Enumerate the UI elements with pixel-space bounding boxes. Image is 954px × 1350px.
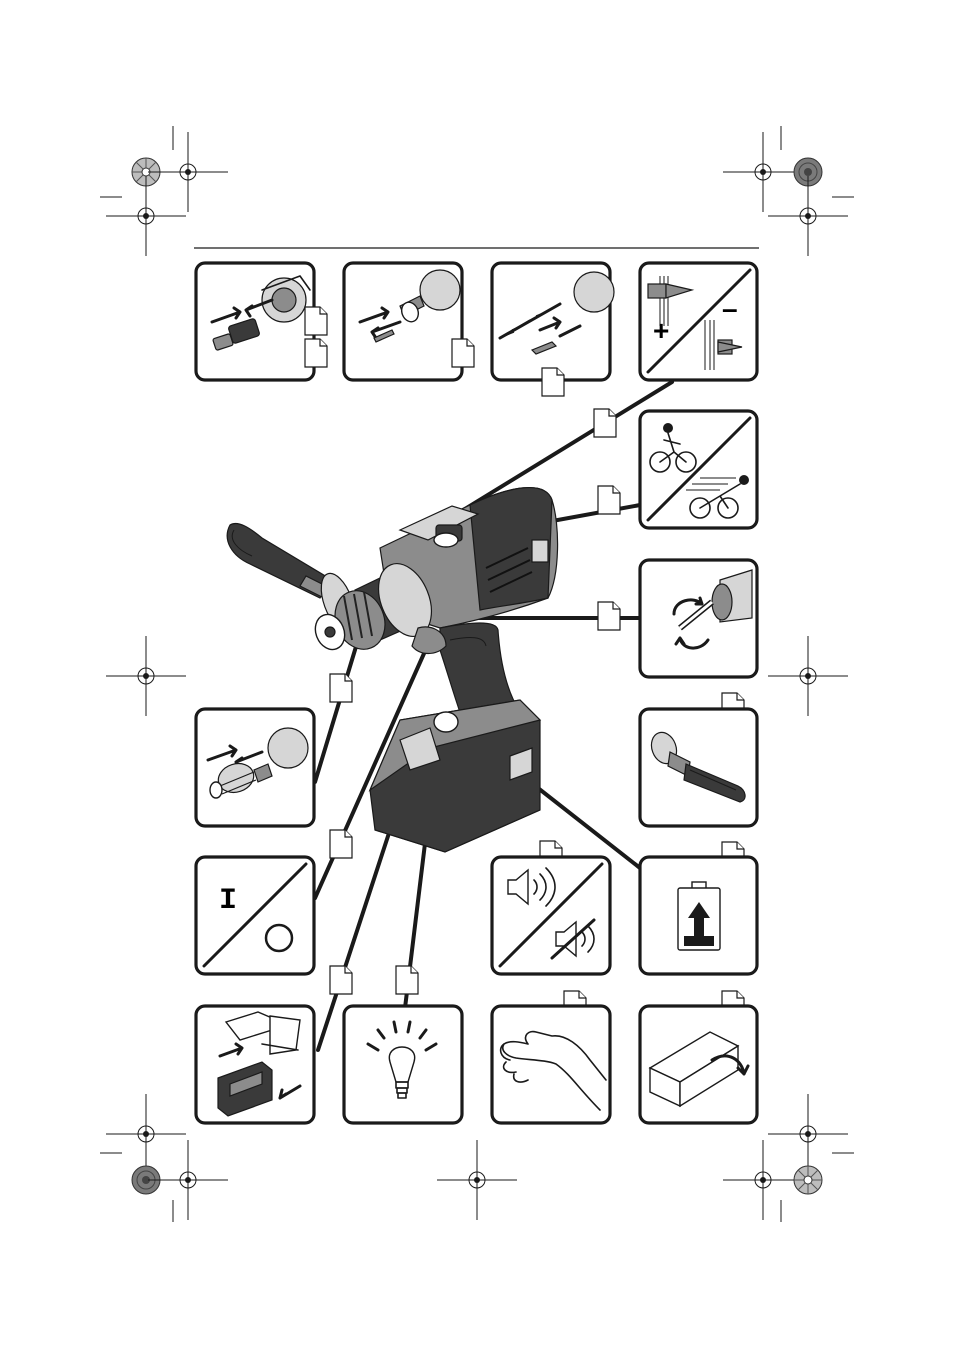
on-label: I bbox=[219, 884, 237, 918]
panel-rotation-direction bbox=[640, 560, 757, 677]
panel-chuck-removal bbox=[196, 263, 327, 380]
crosshair-icon bbox=[723, 132, 803, 212]
panel-drill-bit-insert bbox=[492, 263, 614, 396]
panel-work-light bbox=[344, 1006, 462, 1123]
crosshair-icon bbox=[768, 1094, 848, 1174]
panel-gear-selection bbox=[640, 411, 757, 528]
panel-battery-insert bbox=[196, 1006, 314, 1123]
crosshair-icon bbox=[723, 1140, 803, 1220]
panel-auxiliary-handle bbox=[640, 709, 757, 826]
crosshair-icon bbox=[148, 132, 228, 212]
minus-label: – bbox=[722, 293, 738, 324]
panel-on-off: I bbox=[196, 857, 314, 974]
panel-battery-charge bbox=[640, 857, 757, 974]
panel-packaging bbox=[640, 1006, 757, 1123]
panel-hand-vibration bbox=[492, 1006, 610, 1123]
crosshair-icon bbox=[768, 636, 848, 716]
crosshair-icon bbox=[106, 176, 186, 256]
plus-label: + bbox=[653, 315, 669, 346]
panel-sound bbox=[492, 857, 610, 974]
panel-bit-holder bbox=[344, 263, 474, 380]
registration-mark-icon bbox=[794, 1166, 822, 1194]
crosshair-icon bbox=[106, 1094, 186, 1174]
crosshair-icon bbox=[768, 176, 848, 256]
crosshair-icon bbox=[437, 1140, 517, 1220]
panel-keyless-chuck bbox=[196, 709, 314, 826]
crosshair-icon bbox=[106, 636, 186, 716]
crosshair-icon bbox=[148, 1140, 228, 1220]
panel-screw-plus-minus: + – bbox=[640, 263, 757, 380]
battery-charge-icon bbox=[678, 882, 720, 950]
